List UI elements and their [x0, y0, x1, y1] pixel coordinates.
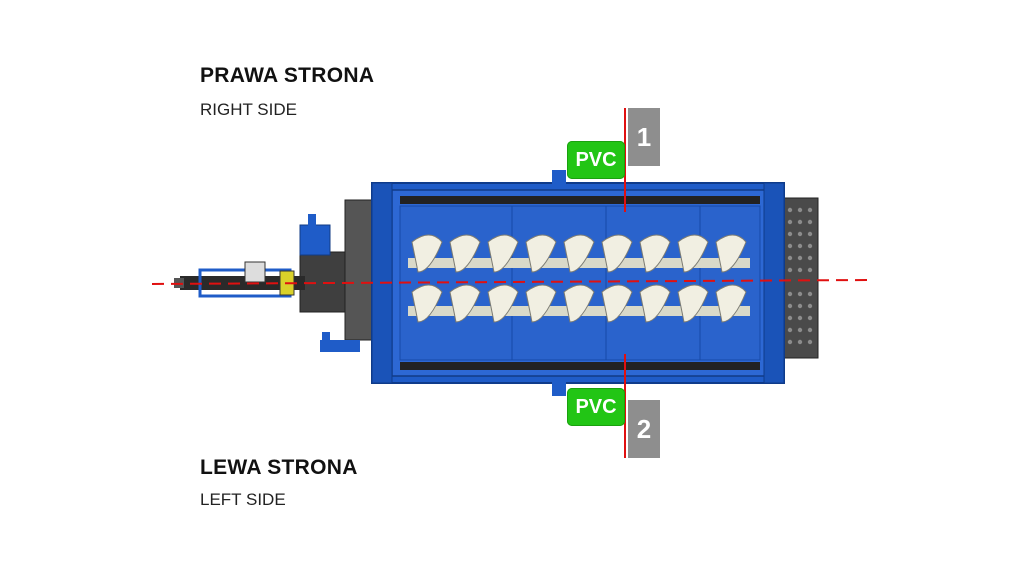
auger-upper: [408, 234, 750, 273]
right-side-title: PRAWA STRONA: [200, 64, 375, 87]
mixer-body: [371, 182, 785, 384]
center-axis-line: [151, 279, 869, 285]
marker-number-2: 2: [628, 400, 660, 458]
drawbar-hitch: [174, 199, 377, 352]
right-side-subtitle: RIGHT SIDE: [200, 100, 297, 119]
side-fitting-top: [552, 170, 566, 184]
marker-number-1: 1: [628, 108, 660, 166]
auger-lower: [408, 284, 750, 323]
pvc-badge-bottom: PVC: [567, 388, 625, 426]
pvc-badge-top: PVC: [567, 141, 625, 179]
left-side-subtitle: LEFT SIDE: [200, 490, 286, 509]
left-side-title: LEWA STRONA: [200, 456, 358, 479]
side-fitting-bottom: [552, 382, 566, 396]
